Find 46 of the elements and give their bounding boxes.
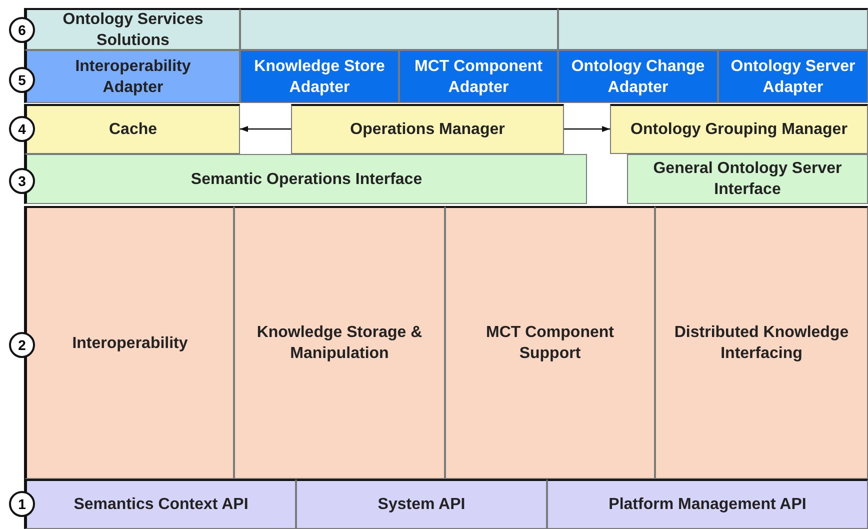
adapter-box	[240, 50, 399, 103]
callout-number: 3	[9, 168, 35, 194]
function-box	[234, 206, 445, 479]
function-box	[655, 206, 868, 479]
callout-number: 4	[9, 116, 35, 142]
interface-box	[627, 154, 868, 204]
box-label: Cache	[108, 120, 158, 140]
box-label: Ontology Services Solutions	[62, 10, 204, 50]
box-label: Semantics Context API	[74, 495, 248, 515]
adapter-box	[718, 50, 868, 103]
component-box	[291, 104, 564, 154]
service-box	[558, 8, 868, 50]
callout-number: 5	[9, 67, 35, 93]
api-box	[547, 479, 868, 529]
box-label: MCT Component Support	[486, 323, 614, 364]
component-box	[610, 104, 868, 154]
callout-number: 6	[9, 17, 35, 43]
arrow	[240, 126, 291, 132]
box-label: Ontology Grouping Manager	[630, 120, 848, 140]
box-label: Knowledge Storage & Manipulation	[256, 323, 424, 364]
box-label: Interoperability	[72, 334, 188, 354]
box-label: General Ontology Server Interface	[652, 159, 843, 200]
arrow	[564, 126, 610, 132]
adapter-box	[24, 50, 240, 103]
box-label: Platform Management API	[608, 495, 806, 515]
box-label: Ontology Server Adapter	[730, 56, 856, 98]
box-label: Operations Manager	[350, 120, 505, 140]
box-label: System API	[378, 495, 466, 515]
box-label: Interoperability Adapter	[74, 56, 192, 98]
box-label: MCT Component Adapter	[414, 56, 544, 98]
box-label: Semantic Operations Interface	[190, 170, 422, 190]
api-box	[296, 479, 547, 529]
service-box	[24, 8, 240, 50]
api-box	[24, 479, 296, 529]
adapter-box	[558, 50, 718, 103]
box-label: Knowledge Store Adapter	[253, 56, 386, 98]
component-box	[24, 104, 240, 154]
callout-number: 2	[9, 332, 35, 358]
service-box	[240, 8, 558, 50]
callout-number: 1	[9, 491, 35, 517]
interface-box	[24, 154, 587, 204]
adapter-box	[399, 50, 558, 103]
function-box	[445, 206, 655, 479]
box-label: Ontology Change Adapter	[570, 56, 706, 98]
function-box	[24, 206, 234, 479]
box-label: Distributed Knowledge Interfacing	[673, 323, 850, 364]
